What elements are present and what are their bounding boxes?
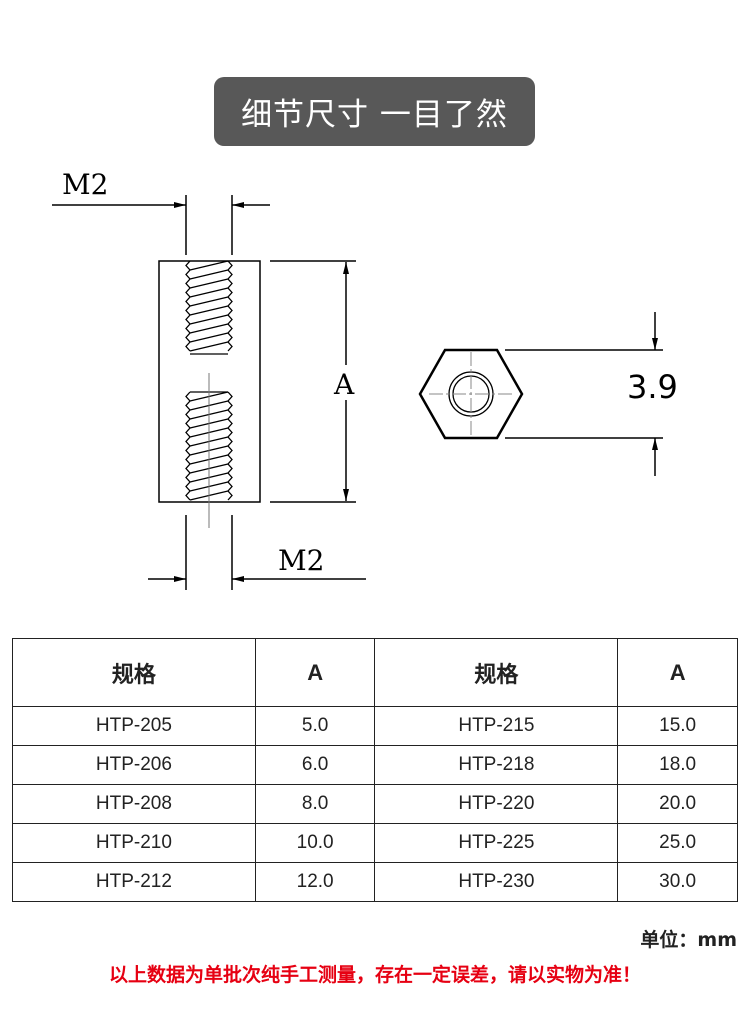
cell-length: 10.0 (254, 823, 376, 863)
cell-model: HTP-205 (12, 706, 256, 746)
hex-width-label: 3.9 (627, 368, 678, 406)
cell-length: 20.0 (617, 784, 738, 824)
cell-length: 30.0 (617, 862, 738, 902)
thread-top-label: M2 (62, 168, 108, 201)
header-a: A (254, 638, 376, 707)
cell-model: HTP-206 (12, 745, 256, 785)
hex-outline (418, 348, 524, 440)
side-view (52, 195, 366, 590)
header-spec: 规格 (374, 638, 619, 707)
thread-bottom-label: M2 (278, 544, 324, 577)
title-banner: 细节尺寸 一目了然 (214, 77, 535, 146)
cell-length: 6.0 (254, 745, 376, 785)
header-a: A (617, 638, 738, 707)
header-spec: 规格 (12, 638, 256, 707)
cell-length: 8.0 (254, 784, 376, 824)
unit-label: 单位：mm (640, 929, 737, 951)
cell-model: HTP-215 (374, 706, 619, 746)
cell-length: 15.0 (617, 706, 738, 746)
hex-end-view (418, 312, 663, 476)
cell-length: 5.0 (254, 706, 376, 746)
title-text: 细节尺寸 一目了然 (241, 97, 508, 133)
cell-model: HTP-210 (12, 823, 256, 863)
cell-length: 18.0 (617, 745, 738, 785)
cell-length: 12.0 (254, 862, 376, 902)
cell-model: HTP-225 (374, 823, 619, 863)
disclaimer-note: 以上数据为单批次纯手工测量，存在一定误差，请以实物为准！ (108, 964, 641, 986)
cell-model: HTP-212 (12, 862, 256, 902)
cell-model: HTP-208 (12, 784, 256, 824)
cell-model: HTP-230 (374, 862, 619, 902)
cell-length: 25.0 (617, 823, 738, 863)
length-label: A (333, 368, 355, 401)
table-header-row: 规格 A 规格 A (12, 638, 738, 707)
cell-model: HTP-220 (374, 784, 619, 824)
technical-drawing: M2 M2 A 3.9 (52, 168, 678, 590)
cell-model: HTP-218 (374, 745, 619, 785)
